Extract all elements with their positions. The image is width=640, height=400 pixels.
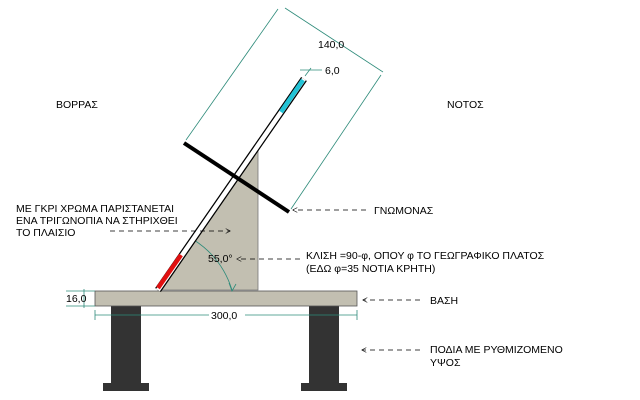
left-leg-foot [103, 383, 149, 391]
right-leg [309, 305, 339, 388]
tilt-line-2: (ΕΔΩ φ=35 ΝΟΤΙΑ ΚΡΗΤΗ) [306, 263, 435, 275]
gnomon-bar [182, 141, 291, 214]
south-label: ΝΟΤΟΣ [447, 99, 484, 111]
left-leg [111, 305, 141, 388]
dim-300-label-bg [209, 309, 245, 321]
dim-6-ext [304, 67, 312, 77]
dim-base-length-label: 300,0 [211, 310, 237, 322]
gnomon-label: ΓΝΩΜΟΝΑΣ [374, 205, 434, 217]
inclined-bar-white [156, 77, 306, 292]
gray-note-line-1: ΜΕ ΓΚΡΙ ΧΡΩΜΑ ΠΑΡΙΣΤΑΝΕΤΑΙ [16, 203, 174, 215]
inclined-bar-cyan-end [279, 78, 305, 114]
inclined-bar-red-end [156, 253, 183, 290]
base-plate [94, 290, 358, 307]
angle-arc [193, 239, 233, 291]
gray-note-line-2: ΕΝΑ ΤΡΙΓΩΝΟΠΙΑ ΝΑ ΣΤΗΡΙΧΘΕΙ [16, 215, 178, 227]
legs-line-2: ΥΨΟΣ [430, 357, 461, 369]
dim-length-label: 140,0 [318, 39, 344, 51]
dim-angle-label: 55,0° [208, 253, 233, 265]
dim-140-ext-1 [185, 8, 279, 141]
legs-line-1: ΠΟΔΙΑ ΜΕ ΡΥΘΜΙΖΟΜΕΝΟ [430, 344, 563, 356]
gray-note-line-3: ΤΟ ΠΛΑΙΣΙΟ [16, 227, 75, 239]
right-leg-foot [301, 383, 347, 391]
dim-width-label: 6,0 [325, 65, 340, 77]
base-label: ΒΑΣΗ [430, 295, 458, 307]
north-label: ΒΟΡΡΑΣ [56, 99, 98, 111]
dim-base-thickness-label: 16,0 [66, 293, 87, 305]
angle-arc-arrow [228, 282, 237, 292]
dim-140-line [284, 7, 384, 73]
tilt-line-1: ΚΛΙΣΗ =90-φ, ΟΠΟΥ φ ΤΟ ΓΕΩΓΡΑΦΙΚΟ ΠΛΑΤΟΣ [306, 250, 545, 262]
dim-140-ext-2 [290, 74, 382, 210]
